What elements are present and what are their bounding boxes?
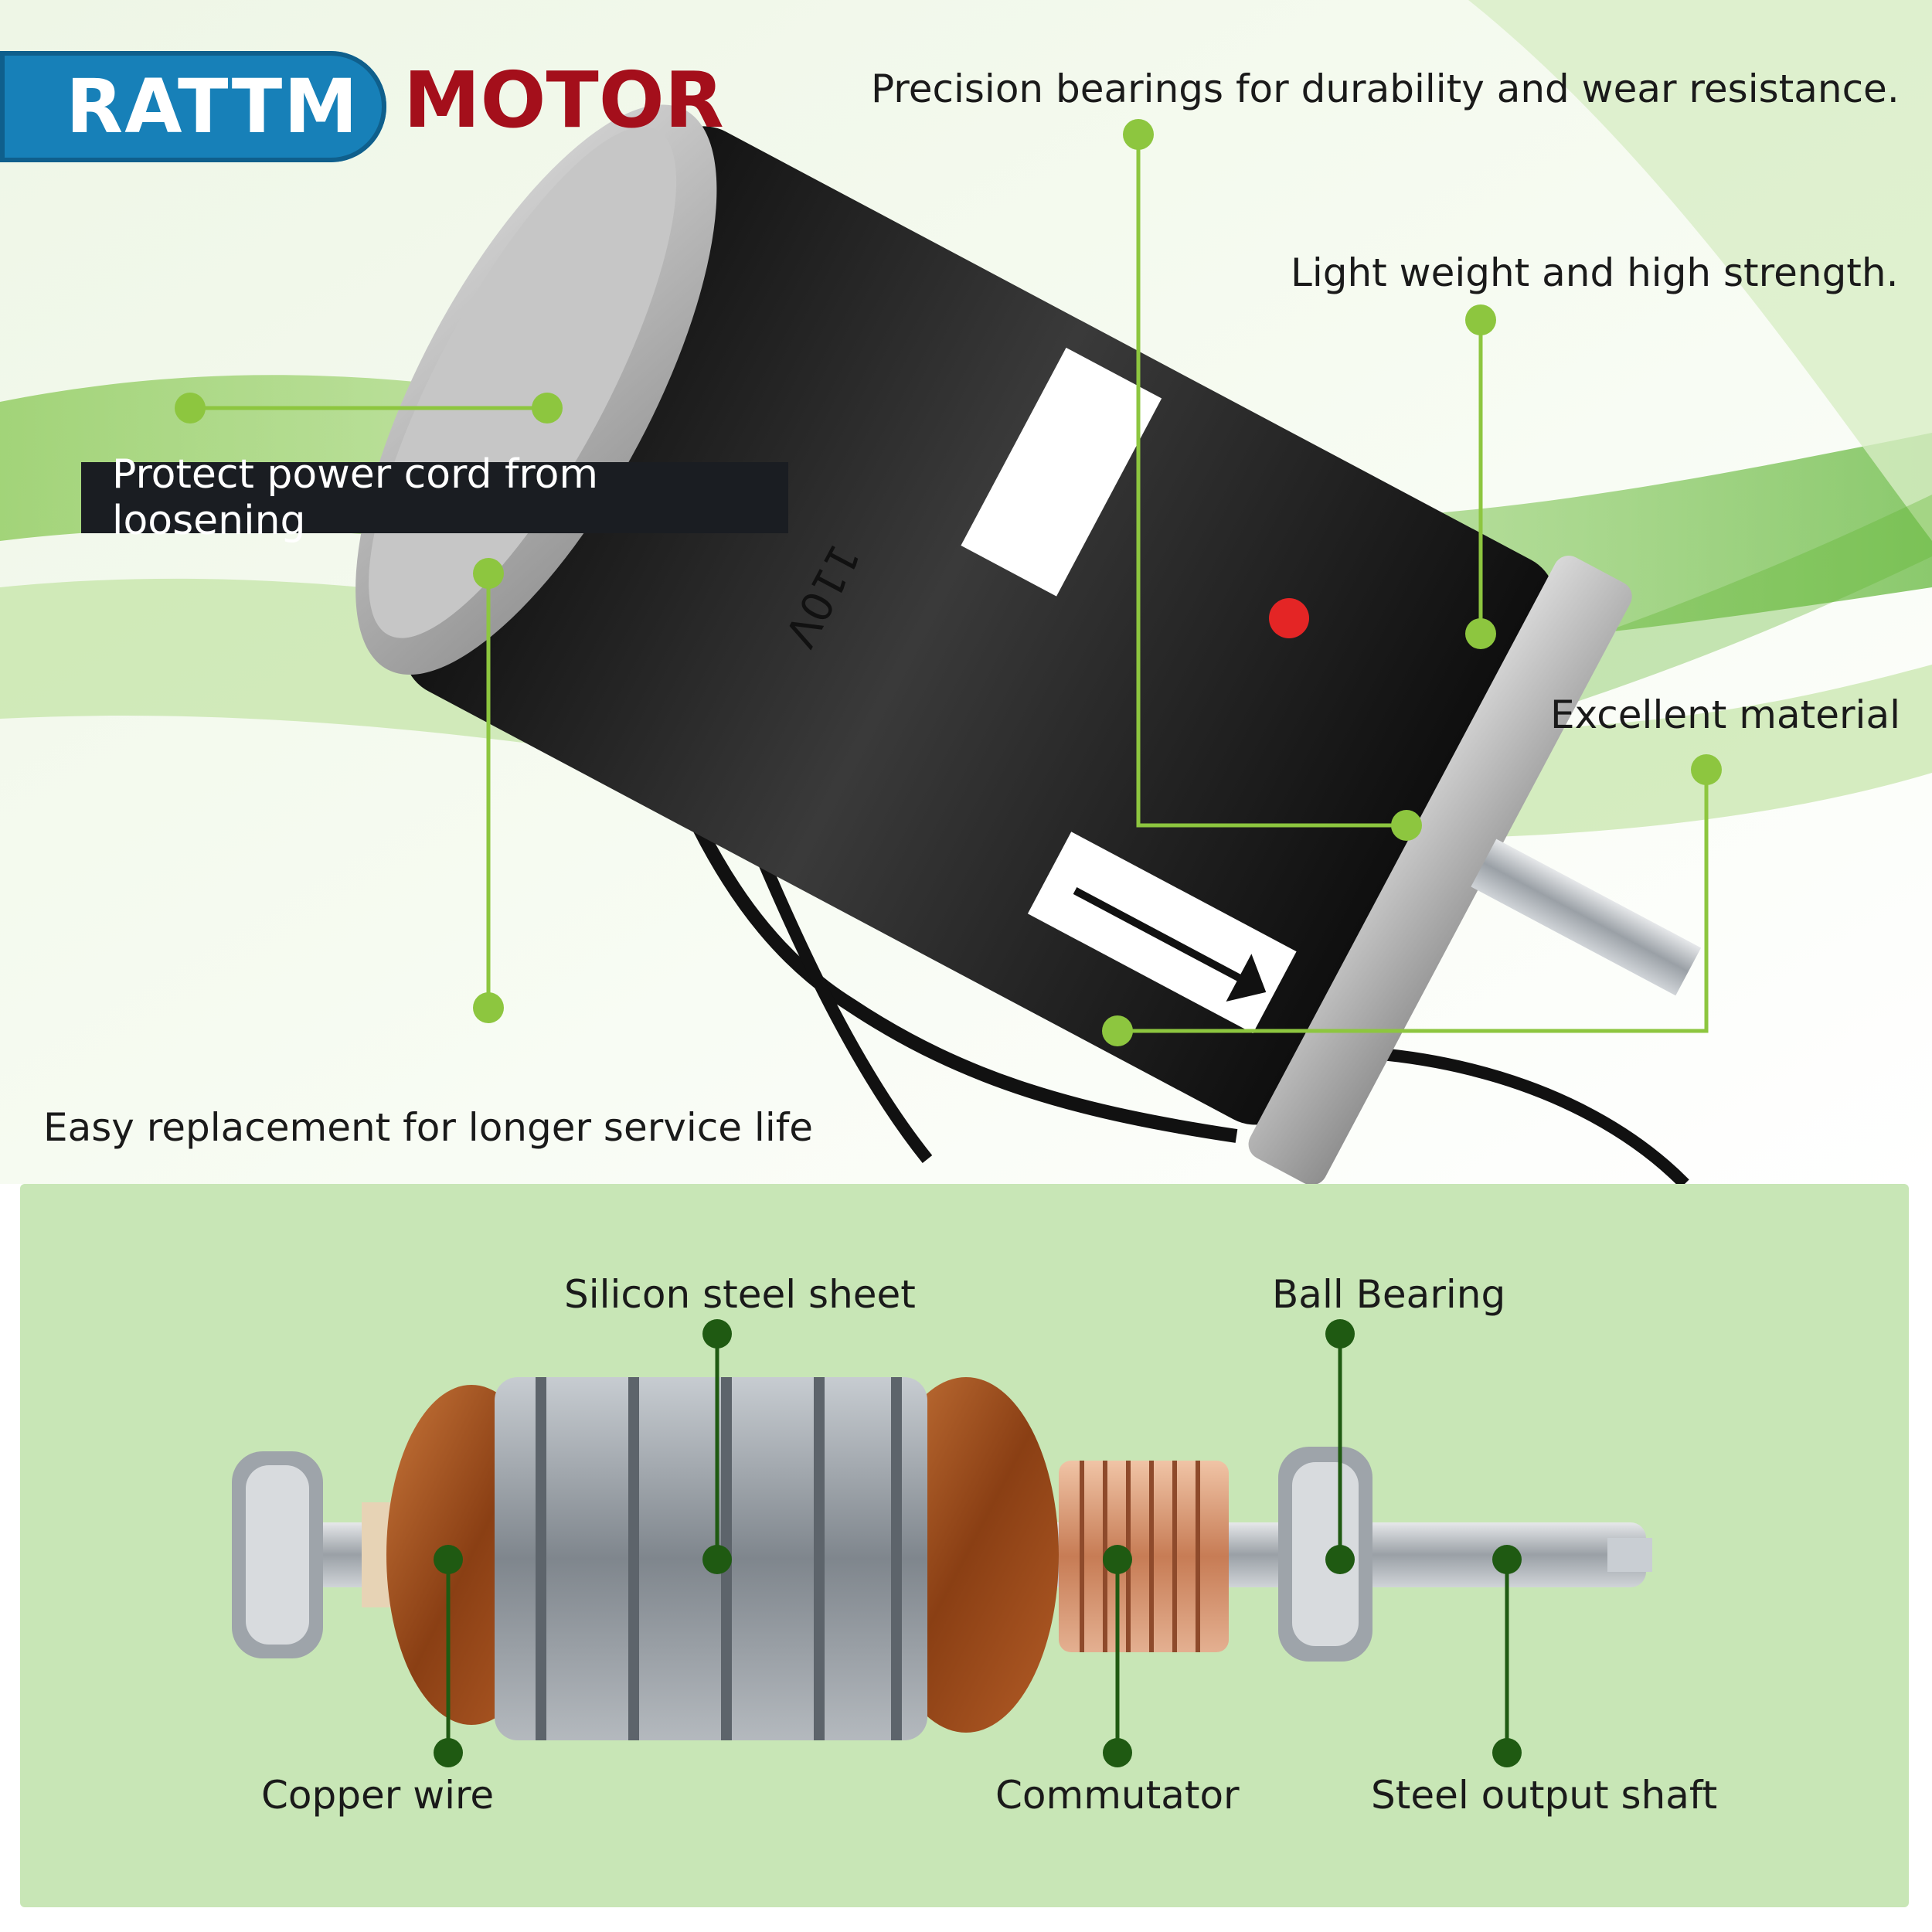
callout-dot <box>175 393 206 423</box>
feature-replacement-label: Easy replacement for longer service life <box>43 1105 814 1150</box>
brand-name-right: MOTOR <box>403 55 724 145</box>
callout-dot <box>1691 754 1722 785</box>
callout-dot <box>532 393 563 423</box>
callout-dot <box>473 992 504 1023</box>
armature-bearing-label: Ball Bearing <box>1272 1272 1506 1317</box>
callout-dot <box>1391 810 1422 841</box>
callout-dot <box>1123 119 1154 150</box>
armature-commutator-label: Commutator <box>995 1773 1240 1818</box>
callout-dot <box>1102 1015 1133 1046</box>
feature-weight-label: Light weight and high strength. <box>1291 250 1899 295</box>
feature-material-label: Excellent material <box>1550 692 1900 737</box>
callout-dot <box>473 558 504 589</box>
feature-cord-label: Protect power cord from loosening <box>81 451 788 544</box>
armature-shaft-label: Steel output shaft <box>1371 1773 1718 1818</box>
armature-silicon-label: Silicon steel sheet <box>564 1272 916 1317</box>
callout-dot <box>1465 618 1496 649</box>
brand-name-left: RATTM <box>66 63 359 150</box>
armature-copper-label: Copper wire <box>261 1773 495 1818</box>
brand-logo-badge: RATTM <box>0 51 386 162</box>
callout-dot <box>1465 304 1496 335</box>
feature-bearings-label: Precision bearings for durability and we… <box>871 66 1900 111</box>
